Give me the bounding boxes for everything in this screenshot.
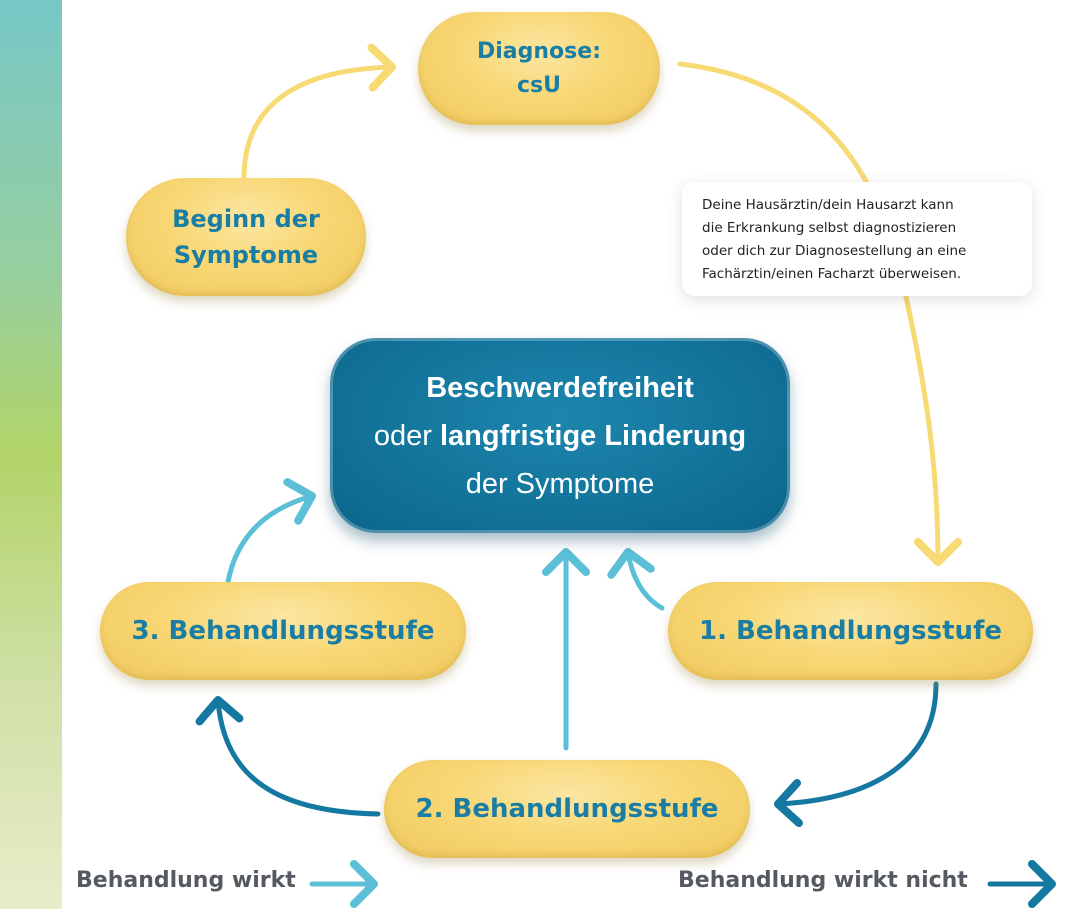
- note-line: die Erkrankung selbst diagnostizieren: [702, 220, 957, 236]
- arrow-stufe3-to-goal: [225, 478, 316, 585]
- goal-line3: der Symptome: [465, 467, 655, 500]
- arrow-stufe2-to-stufe3: [195, 696, 381, 817]
- node-diagnose-line2: csU: [517, 72, 561, 98]
- node-beginn: Beginn der Symptome: [126, 178, 366, 296]
- goal-line1: Beschwerdefreiheit: [426, 371, 694, 404]
- goal-line2: oder langfristige Linderung: [374, 412, 746, 460]
- node-stufe3: 3. Behandlungsstufe: [100, 582, 466, 680]
- arrow-beginn-to-diagnose: [241, 43, 396, 181]
- legend-works-label: Behandlung wirkt: [76, 868, 296, 893]
- diagnosis-note: Deine Hausärztin/dein Hausarzt kann die …: [682, 182, 1032, 296]
- goal-line2-pre: oder: [373, 419, 440, 452]
- goal-line2-strong: langfristige Linderung: [439, 419, 747, 452]
- node-beginn-line2: Symptome: [173, 241, 319, 269]
- node-stufe1-label: 1. Behandlungsstufe: [698, 616, 1003, 646]
- note-line: oder dich zur Diagnosestellung an eine: [702, 243, 967, 259]
- arrow-stufe1-to-goal: [607, 548, 665, 611]
- decorative-side-band: [0, 0, 62, 909]
- goal-box: Beschwerdefreiheit oder langfristige Lin…: [330, 338, 790, 533]
- legend-notworks-label: Behandlung wirkt nicht: [678, 868, 968, 893]
- node-stufe2: 2. Behandlungsstufe: [384, 760, 750, 858]
- arrow-stufe1-to-stufe2: [774, 681, 939, 827]
- node-beginn-line1: Beginn der: [172, 205, 320, 233]
- node-stufe2-label: 2. Behandlungsstufe: [415, 794, 719, 824]
- note-line: Fachärztin/einen Facharzt überweisen.: [702, 266, 962, 282]
- node-diagnose: Diagnose: csU: [418, 12, 660, 125]
- node-diagnose-line1: Diagnose:: [477, 38, 601, 64]
- node-stufe1: 1. Behandlungsstufe: [668, 582, 1033, 680]
- node-stufe3-label: 3. Behandlungsstufe: [131, 616, 435, 646]
- note-line: Deine Hausärztin/dein Hausarzt kann: [702, 197, 954, 213]
